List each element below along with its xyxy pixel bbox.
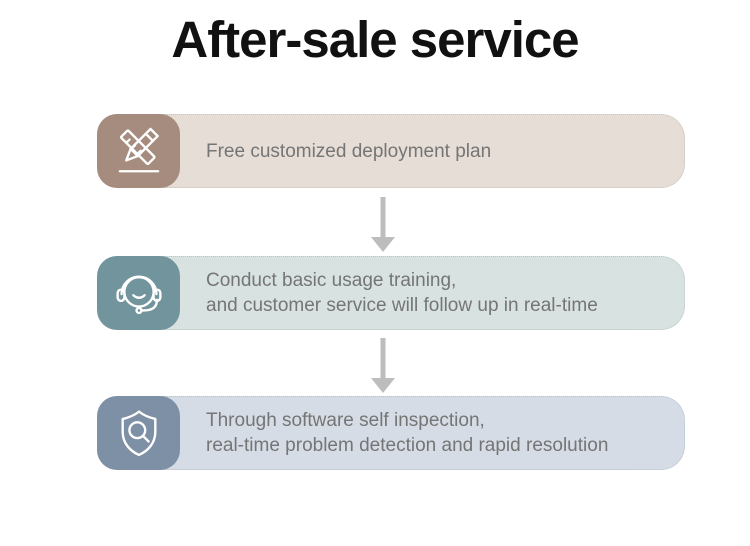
headset-icon: [97, 256, 180, 330]
step-text: Through software self inspection, real-t…: [206, 397, 672, 469]
down-arrow-1: [371, 197, 395, 252]
step-row-1: Free customized deployment plan: [97, 114, 685, 188]
step-text-line: Free customized deployment plan: [206, 140, 492, 162]
step-row-3: Through software self inspection, real-t…: [97, 396, 685, 470]
shield-magnifier-icon: [97, 396, 180, 470]
pencil-ruler-icon: [97, 114, 180, 188]
step-row-2: Conduct basic usage training, and custom…: [97, 256, 685, 330]
step-text: Free customized deployment plan: [206, 115, 672, 187]
step-text-line: real-time problem detection and rapid re…: [206, 435, 609, 456]
step-text-line: and customer service will follow up in r…: [206, 295, 598, 316]
step-text-line: Conduct basic usage training,: [206, 270, 457, 291]
step-bar: Free customized deployment plan: [97, 114, 685, 188]
down-arrow-2: [371, 338, 395, 393]
step-bar: Conduct basic usage training, and custom…: [97, 256, 685, 330]
step-bar: Through software self inspection, real-t…: [97, 396, 685, 470]
page-title: After-sale service: [171, 11, 579, 68]
step-text-line: Through software self inspection,: [206, 410, 485, 431]
step-text: Conduct basic usage training, and custom…: [206, 257, 672, 329]
